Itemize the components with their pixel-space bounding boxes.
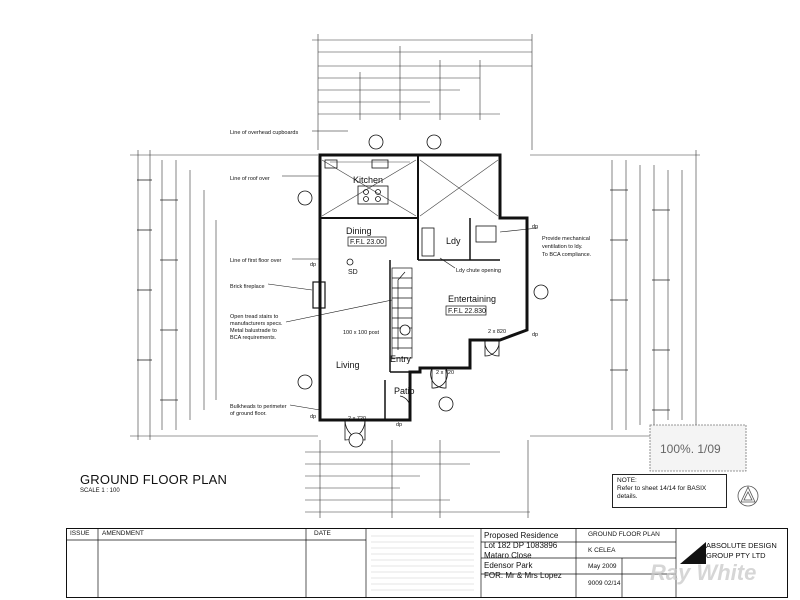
project-line-2: Lot 182 DP 1083896: [484, 541, 558, 550]
label-bulkheads-2: of ground floor.: [230, 411, 267, 417]
project-line-5: FOR: Mr & Mrs Lopez: [484, 571, 562, 580]
left-dimension-lines: [130, 150, 318, 440]
drawing-title: GROUND FLOOR PLAN: [80, 472, 228, 487]
project-line-1: Proposed Residence: [484, 531, 559, 540]
label-dp: dp: [532, 332, 538, 338]
ffl-box-entertaining: [445, 305, 487, 316]
ffl-box-dining: [347, 236, 387, 247]
north-arrow-icon: [737, 485, 759, 507]
company-name-1: ABSOLUTE DESIGN: [706, 541, 777, 550]
kitchen-island: [324, 159, 389, 205]
company-name-2: GROUP PTY LTD: [706, 551, 766, 560]
label-stairs-1: Open tread stairs to: [230, 314, 278, 320]
label-door-720-patio: 2 x 720: [436, 370, 454, 376]
drawing-scale: SCALE 1 : 100: [80, 488, 120, 494]
drawing-date: May 2009: [588, 563, 617, 570]
ffl-label-dining: F.F.L 23.00: [350, 239, 384, 246]
label-mech-vent-2: ventilation to ldy.: [542, 244, 583, 250]
label-dp: dp: [396, 422, 402, 428]
project-line-3: Mataro Close: [484, 551, 532, 560]
drawn-by: K CELEA: [588, 547, 616, 554]
smoke-detector: [346, 258, 354, 266]
ffl-label-entertaining: F.F.L 22.830: [448, 308, 486, 315]
label-stairs-4: BCA requirements.: [230, 335, 277, 341]
label-dp: dp: [532, 224, 538, 230]
room-label-kitchen: Kitchen: [353, 175, 383, 185]
dimension-ticks: [137, 179, 670, 411]
label-overhead-cupboards: Line of overhead cupboards: [230, 130, 298, 136]
section-markers: [297, 134, 549, 448]
job-number: 9009 02/14: [588, 580, 621, 587]
stamp-text: 100%. 1/09: [660, 442, 721, 456]
label-door-820: 2 x 820: [488, 329, 506, 335]
label-first-floor: Line of first floor over: [230, 258, 282, 264]
sheet-title: GROUND FLOOR PLAN: [588, 531, 660, 538]
bottom-dimension-lines: [305, 440, 530, 518]
room-label-patio: Patio: [394, 386, 415, 396]
label-ldy-chute: Ldy chute opening: [456, 268, 501, 274]
label-door-720-living: 2 x 720: [348, 416, 366, 422]
basix-note: NOTE: Refer to sheet 14/14 for BASIX det…: [612, 474, 727, 508]
stairs: [391, 267, 413, 359]
label-bulkheads-1: Bulkheads to perimeter: [230, 404, 287, 410]
label-mech-vent-3: To BCA compliance.: [542, 252, 592, 258]
label-dp: dp: [310, 414, 316, 420]
leader-lines: [267, 130, 539, 411]
issue-header: ISSUE: [70, 530, 90, 537]
room-label-sd: SD: [348, 269, 358, 276]
approval-stamp: 100%. 1/09: [649, 424, 747, 472]
amendment-header: AMENDMENT: [102, 530, 144, 537]
room-label-entertaining: Entertaining: [448, 294, 496, 304]
fireplace: [312, 281, 326, 309]
label-stairs-2: manufacturers specs.: [230, 321, 283, 327]
room-label-living: Living: [336, 360, 360, 370]
label-mech-vent-1: Provide mechanical: [542, 236, 590, 242]
room-label-entry: Entry: [390, 354, 412, 364]
right-dimension-lines: [530, 150, 700, 440]
label-roof-over: Line of roof over: [230, 176, 270, 182]
walls: [318, 153, 529, 422]
roof-line: [321, 159, 499, 217]
note-heading: NOTE:: [617, 477, 637, 484]
project-line-4: Edensor Park: [484, 561, 533, 570]
label-fireplace: Brick fireplace: [230, 284, 265, 290]
room-label-ldy: Ldy: [446, 236, 461, 246]
laundry-fixtures: [421, 225, 497, 257]
label-stairs-3: Metal balustrade to: [230, 328, 277, 334]
top-dimension-lines: [312, 34, 533, 150]
note-line-2: details.: [617, 493, 638, 500]
title-block: [66, 528, 788, 598]
doors: [344, 339, 500, 441]
agency-watermark: Ray White: [650, 560, 757, 585]
date-header: DATE: [314, 530, 331, 537]
company-logo-icon: [680, 542, 706, 564]
label-post: 100 x 100 post: [343, 330, 380, 336]
note-line-1: Refer to sheet 14/14 for BASIX: [617, 485, 707, 492]
label-dp: dp: [310, 262, 316, 268]
room-label-dining: Dining: [346, 226, 372, 236]
